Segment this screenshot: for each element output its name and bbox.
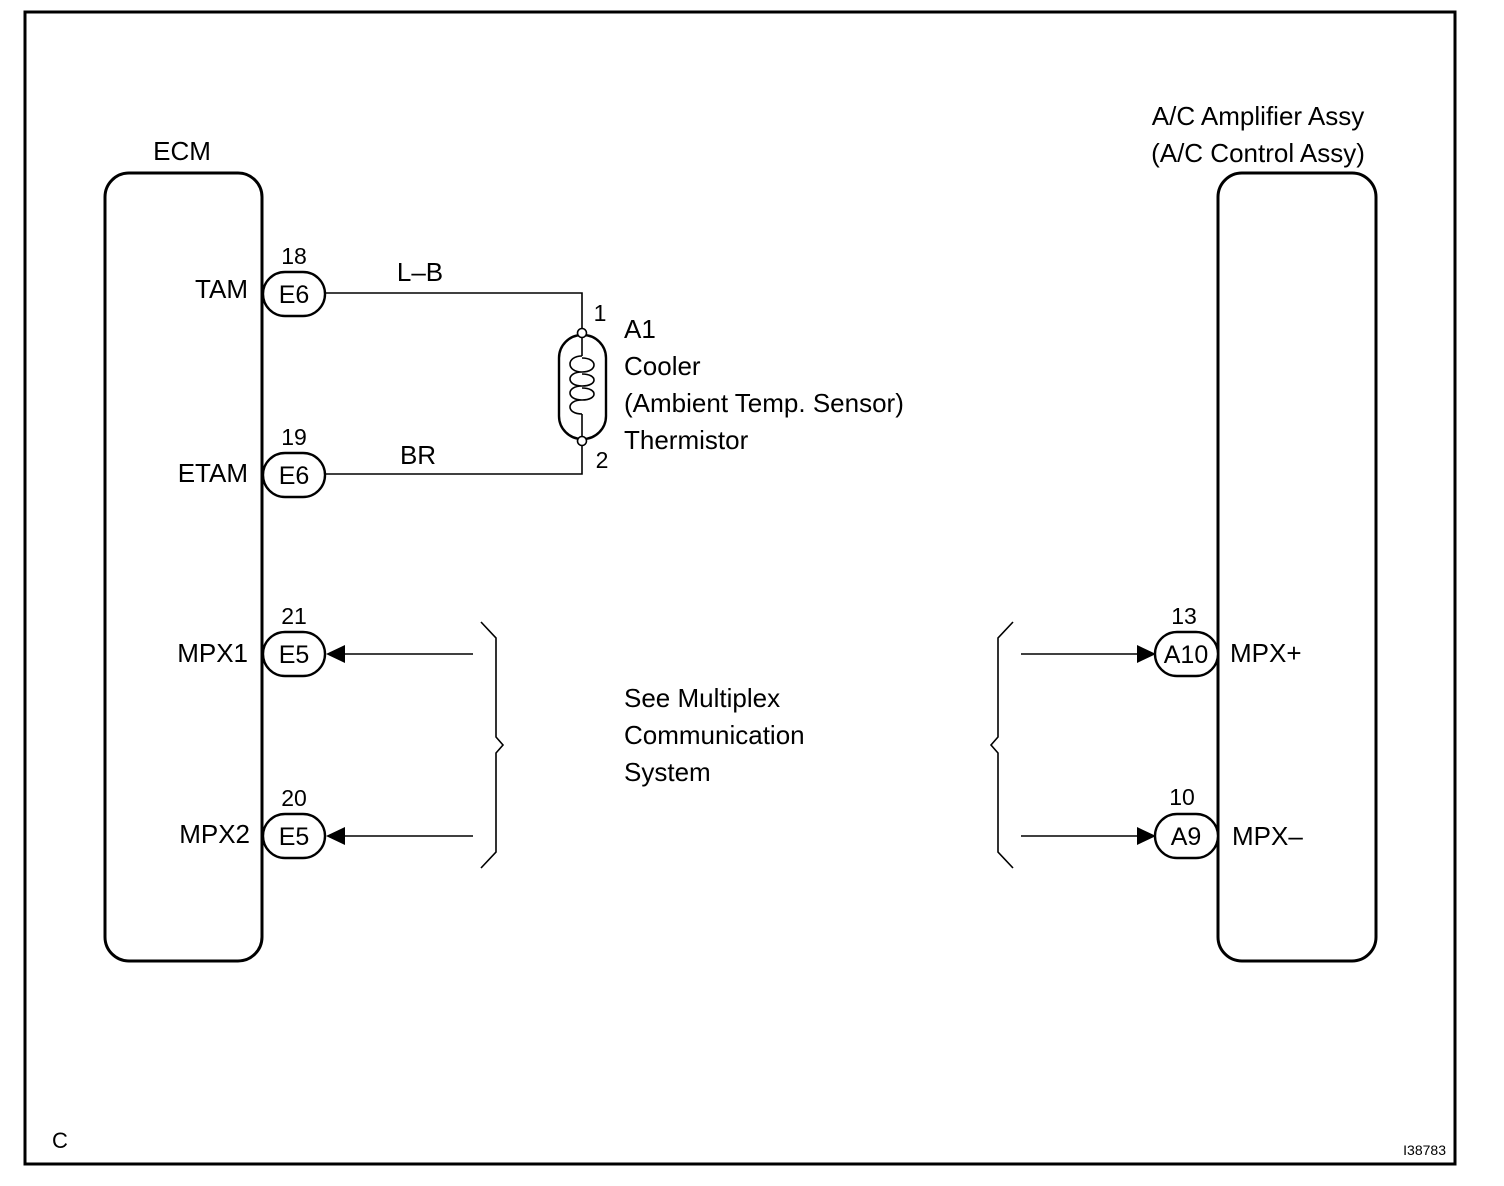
ecm-connector-oval-etam bbox=[261, 451, 327, 499]
thermistor-coil-icon bbox=[569, 355, 595, 415]
amplifier-title-line2: (A/C Control Assy) bbox=[1151, 138, 1365, 168]
mpx-plus-arrow-icon bbox=[1137, 645, 1156, 663]
multiplex-note-line2: Communication bbox=[624, 720, 805, 750]
sensor-kind: Thermistor bbox=[624, 425, 749, 455]
diagram-frame bbox=[23, 10, 1457, 1166]
wire-br bbox=[325, 441, 583, 475]
ecm-connector-oval-mpx2 bbox=[261, 812, 327, 860]
sensor-name: Cooler bbox=[624, 351, 701, 381]
ecm-pin-18: 18 bbox=[281, 243, 307, 269]
multiplex-note-line1: See Multiplex bbox=[624, 683, 780, 713]
amp-terminal-mpx-minus: MPX– bbox=[1232, 821, 1303, 851]
amp-pin-13: 13 bbox=[1171, 603, 1197, 629]
ecm-pin-20: 20 bbox=[281, 785, 307, 811]
right-brace bbox=[989, 621, 1014, 869]
ecm-terminal-etam: ETAM bbox=[178, 458, 248, 488]
mpx1-arrow-icon bbox=[326, 645, 345, 663]
amp-connector-mpx-minus: A9 bbox=[1171, 823, 1202, 851]
multiplex-note-line3: System bbox=[624, 757, 711, 787]
amp-pin-10: 10 bbox=[1169, 784, 1195, 810]
left-brace bbox=[480, 621, 505, 869]
sensor-type: (Ambient Temp. Sensor) bbox=[624, 388, 904, 418]
ecm-terminal-mpx2: MPX2 bbox=[179, 819, 250, 849]
amp-connector-oval-mpx-plus bbox=[1153, 630, 1220, 678]
sensor-code: A1 bbox=[624, 314, 656, 344]
ecm-connector-oval-tam bbox=[261, 270, 327, 318]
amplifier-box bbox=[1216, 171, 1378, 963]
sensor-pin-2: 2 bbox=[596, 447, 609, 473]
ecm-connector-oval-mpx1 bbox=[261, 630, 327, 678]
ecm-connector-mpx2: E5 bbox=[279, 823, 310, 851]
ecm-terminal-tam: TAM bbox=[195, 274, 248, 304]
figure-id: I38783 bbox=[1403, 1142, 1446, 1158]
sensor-pin-dot-1 bbox=[576, 327, 588, 339]
corner-letter: C bbox=[52, 1128, 68, 1153]
ecm-terminal-mpx1: MPX1 bbox=[177, 638, 248, 668]
amp-connector-oval-mpx-minus bbox=[1153, 812, 1220, 860]
ecm-connector-mpx1: E5 bbox=[279, 641, 310, 669]
ecm-pin-21: 21 bbox=[281, 603, 307, 629]
wire-l-b bbox=[325, 292, 583, 333]
ecm-box bbox=[103, 171, 264, 963]
ecm-connector-tam: E6 bbox=[279, 281, 310, 309]
wire-label-l-b: L–B bbox=[397, 257, 443, 287]
amplifier-title-line1: A/C Amplifier Assy bbox=[1152, 101, 1364, 131]
ecm-pin-19: 19 bbox=[281, 424, 307, 450]
ecm-connector-etam: E6 bbox=[279, 462, 310, 490]
amp-connector-mpx-plus: A10 bbox=[1164, 641, 1208, 669]
mpx-minus-arrow-icon bbox=[1137, 827, 1156, 845]
amp-terminal-mpx-plus: MPX+ bbox=[1230, 638, 1302, 668]
ecm-title: ECM bbox=[153, 136, 211, 166]
mpx2-arrow-icon bbox=[326, 827, 345, 845]
sensor-pin-1: 1 bbox=[594, 300, 607, 326]
wire-label-br: BR bbox=[400, 440, 436, 470]
sensor-pin-dot-2 bbox=[576, 435, 588, 447]
